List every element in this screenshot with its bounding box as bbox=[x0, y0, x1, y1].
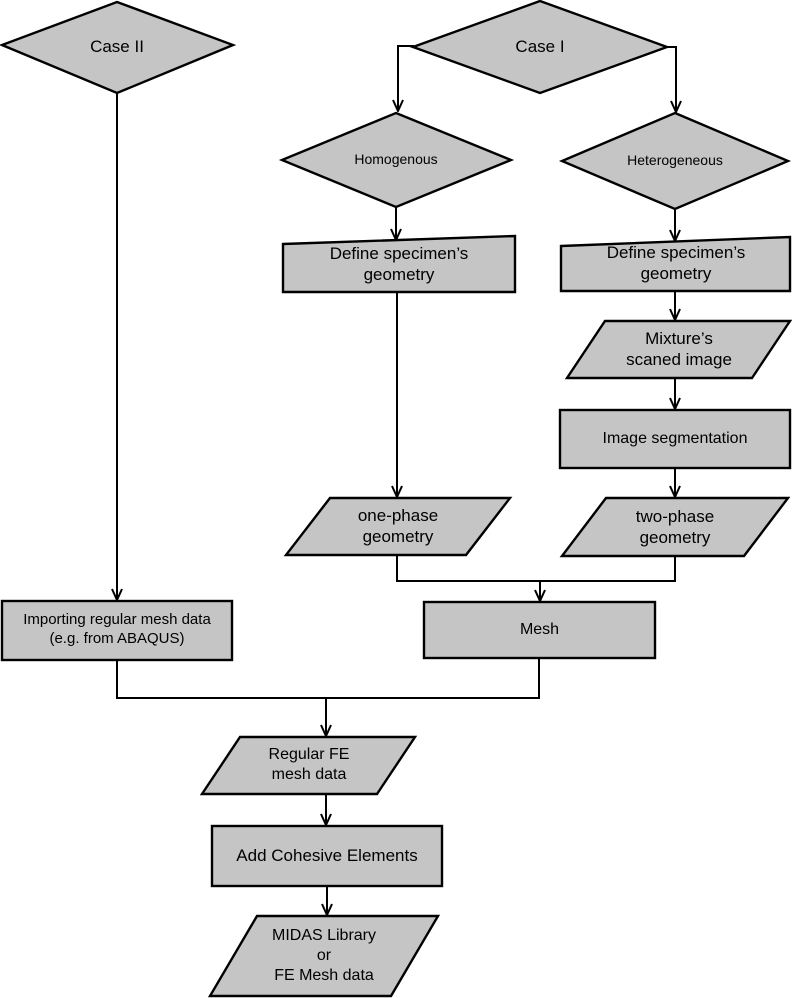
edge-mesh-importing-merge-line bbox=[116, 659, 540, 699]
decision-case-ii bbox=[0, 0, 237, 95]
process-image-segmentation bbox=[558, 408, 792, 470]
decision-case-i bbox=[409, 0, 671, 95]
decision-heterogeneous bbox=[558, 111, 792, 211]
edge-case1-to-homogenous bbox=[398, 45, 414, 111]
manual-input-define-geometry-homogeneous bbox=[281, 234, 517, 294]
process-importing-regular-mesh-data bbox=[0, 599, 234, 662]
io-one-phase-geometry bbox=[283, 496, 513, 557]
process-add-cohesive-elements bbox=[210, 824, 444, 888]
connectors bbox=[116, 45, 676, 915]
manual-input-define-geometry-heterogeneous bbox=[559, 235, 792, 293]
decision-homogenous bbox=[278, 111, 515, 209]
io-regular-fe-mesh-data bbox=[199, 735, 418, 796]
edge-phases-merge-line bbox=[396, 555, 676, 582]
edge-case1-to-heterogeneous bbox=[666, 46, 676, 112]
io-midas-library bbox=[207, 914, 441, 998]
process-mesh bbox=[422, 600, 657, 660]
io-two-phase-geometry bbox=[559, 496, 791, 558]
io-mixtures-scaned-image bbox=[564, 319, 792, 380]
